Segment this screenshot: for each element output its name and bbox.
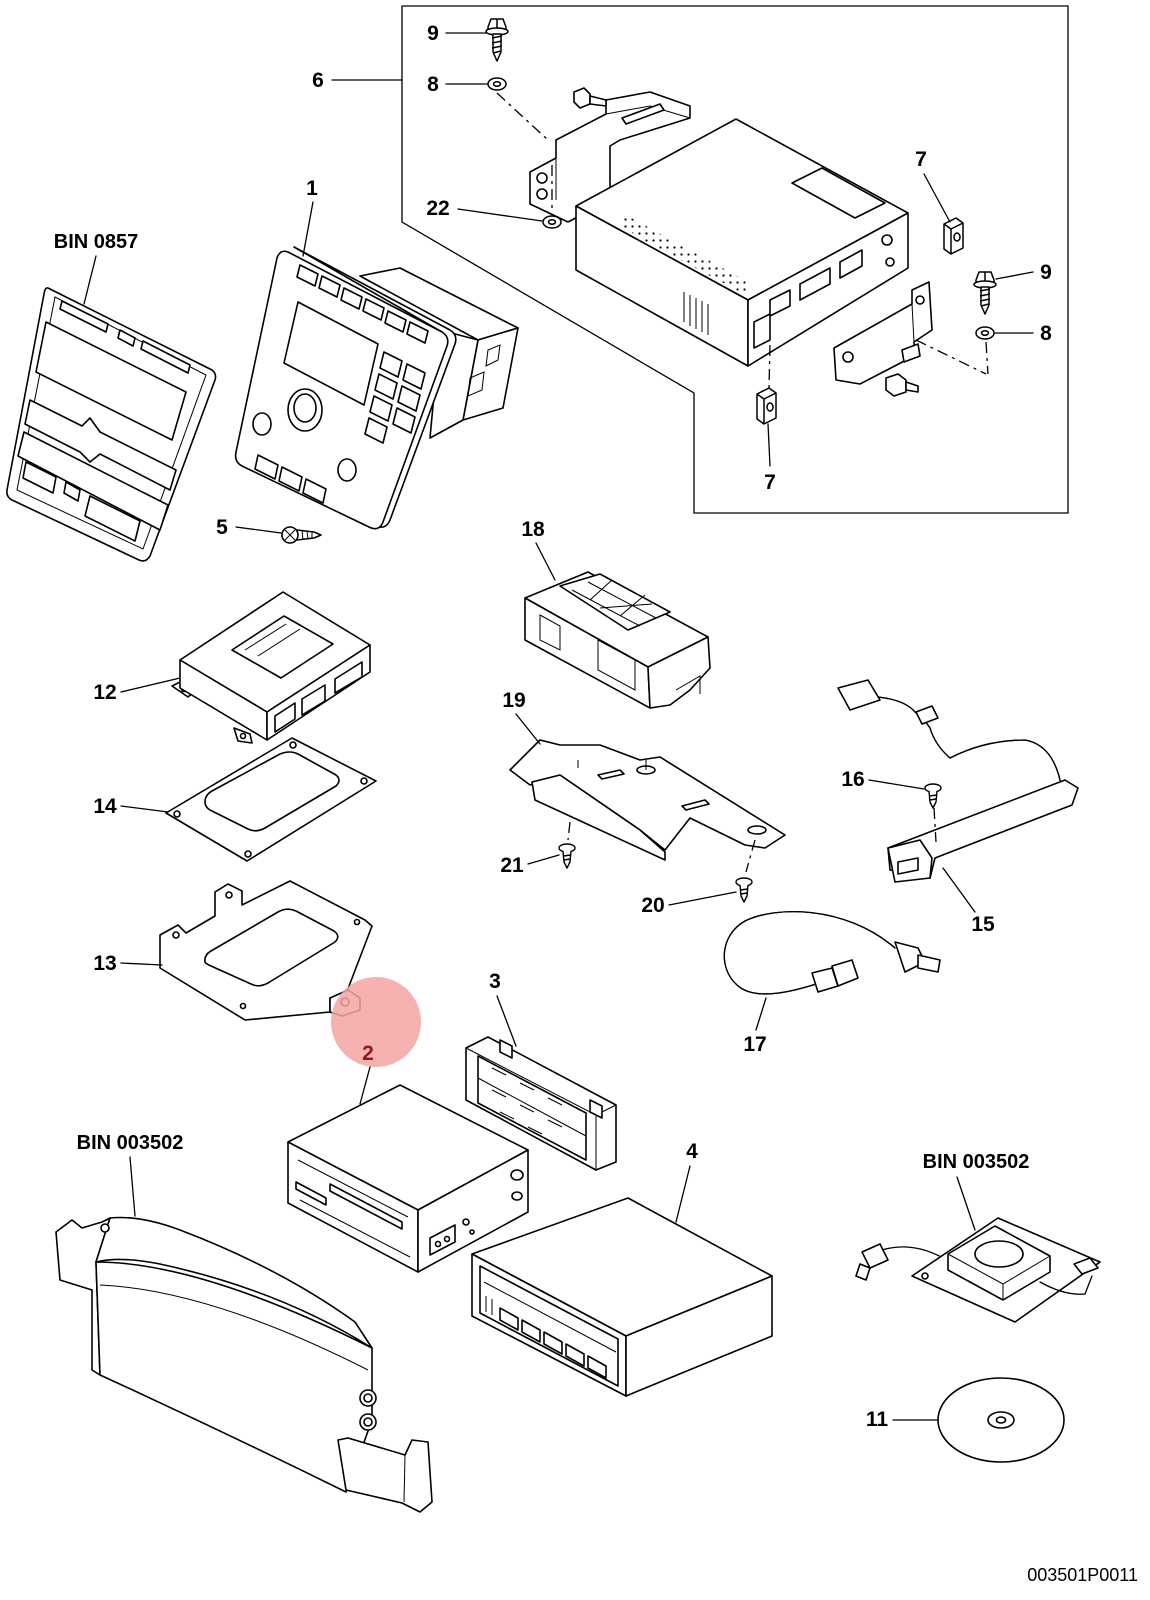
callout-bin-0857[interactable]: BIN 0857	[54, 231, 139, 253]
callout-21[interactable]: 21	[500, 854, 524, 877]
part-12-control-module	[171, 591, 371, 744]
part-22-washer	[542, 215, 562, 229]
part-15-interface-cable	[837, 679, 1079, 883]
part-bin-0857-trim-bezel	[6, 287, 217, 562]
part-7-clip-top	[943, 217, 964, 255]
callout-18[interactable]: 18	[521, 518, 545, 541]
callout-3[interactable]: 3	[489, 970, 501, 993]
part-14-gasket	[165, 737, 377, 862]
part-8-washer-top	[487, 77, 507, 91]
callout-7-top[interactable]: 7	[915, 148, 927, 171]
part-9-screw-right	[973, 271, 997, 315]
part-9-screw-top	[485, 18, 509, 62]
part-7-clip-bottom	[756, 387, 777, 425]
callout-1[interactable]: 1	[306, 177, 318, 200]
part-8-washer-right	[975, 326, 995, 340]
callout-16[interactable]: 16	[841, 768, 864, 791]
callout-22[interactable]: 22	[426, 197, 449, 220]
callout-6[interactable]: 6	[312, 69, 324, 92]
callout-bin-003502-right[interactable]: BIN 003502	[923, 1151, 1030, 1173]
part-16-screw	[924, 783, 942, 809]
callout-9-top[interactable]: 9	[427, 22, 439, 45]
callout-bin-003502-left[interactable]: BIN 003502	[77, 1132, 184, 1154]
part-11-disc	[937, 1377, 1065, 1463]
callout-5[interactable]: 5	[216, 516, 228, 539]
part-6-radio-receiver	[496, 87, 989, 397]
callout-4[interactable]: 4	[686, 1140, 698, 1163]
part-5-screw	[281, 526, 322, 544]
callout-7-bottom[interactable]: 7	[764, 471, 776, 494]
part-4-cd-changer	[471, 1197, 773, 1397]
callout-15[interactable]: 15	[971, 913, 995, 936]
part-3-mounting-cage	[465, 1036, 617, 1171]
assembly-6-frame	[401, 5, 1069, 514]
drawing-number: 003501P0011	[1027, 1565, 1138, 1585]
part-18-holder	[524, 571, 711, 709]
callout-8-top[interactable]: 8	[427, 73, 439, 96]
part-20-screw	[735, 877, 753, 903]
part-19-tray	[509, 739, 786, 873]
callout-14[interactable]: 14	[93, 795, 117, 818]
part-2-navigation-unit	[287, 1084, 529, 1273]
callout-2-highlighted[interactable]: 2	[362, 1042, 374, 1065]
callout-11[interactable]: 11	[866, 1408, 889, 1431]
highlight-circle[interactable]	[331, 977, 421, 1067]
callout-13[interactable]: 13	[93, 952, 116, 975]
callout-12[interactable]: 12	[93, 681, 116, 704]
part-bin-003502-speaker	[855, 1217, 1101, 1323]
callout-17[interactable]: 17	[743, 1033, 766, 1056]
part-1-control-head	[234, 246, 519, 530]
part-bin-003502-console	[55, 1216, 433, 1513]
leader-lines	[83, 32, 1034, 1421]
callout-9-right[interactable]: 9	[1040, 261, 1052, 284]
callout-8-right[interactable]: 8	[1040, 322, 1052, 345]
part-13-bracket	[159, 880, 373, 1021]
part-21-screw	[558, 843, 576, 869]
callout-labels: 9 8 6 22 7 9 8 7 1 BIN 0857 5 18 12 19 1…	[54, 22, 1052, 1431]
callout-20[interactable]: 20	[641, 894, 664, 917]
callout-19[interactable]: 19	[502, 689, 525, 712]
part-17-cable	[723, 911, 941, 995]
